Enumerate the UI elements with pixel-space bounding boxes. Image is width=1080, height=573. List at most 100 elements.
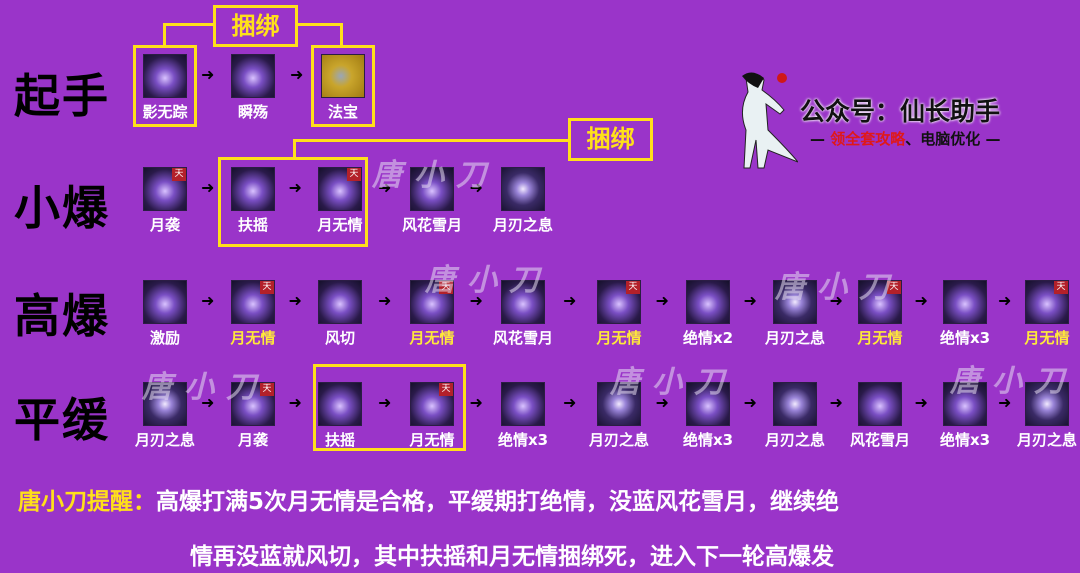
skill-icon: 天 <box>319 168 361 210</box>
arrow-right-icon: ➜ <box>743 393 757 412</box>
tian-badge-icon: 天 <box>1054 281 1068 294</box>
reminder-line-1: 唐小刀提醒：高爆打满5次月无情是合格，平缓期打绝情，没蓝风花雪月，继续绝 <box>18 482 839 516</box>
arrow-right-icon: ➜ <box>201 65 215 84</box>
arrow-right-icon: ➜ <box>829 291 843 310</box>
arrow-right-icon: ➜ <box>290 65 304 84</box>
skill-item: 扶摇 <box>300 383 380 450</box>
watermark: 唐小刀 <box>372 158 498 193</box>
skill-label: 月刃之息 <box>1016 431 1077 449</box>
skill-icon: 天 <box>144 168 186 210</box>
skill-icon <box>1026 383 1068 425</box>
skill-label: 风花雪月 <box>849 431 910 449</box>
tian-badge-icon: 天 <box>172 168 186 181</box>
row-title: 起手 <box>14 69 110 123</box>
dash: — <box>810 130 825 148</box>
skill-icon <box>232 168 274 210</box>
skill-label: 绝情x3 <box>497 431 549 449</box>
skill-icon <box>502 168 544 210</box>
skill-icon <box>944 281 986 323</box>
skill-icon <box>319 383 361 425</box>
skill-item: 月刃之息 <box>755 281 835 348</box>
skill-label: 月袭 <box>237 431 268 449</box>
arrow-right-icon: ➜ <box>743 291 757 310</box>
bind-line <box>163 23 215 26</box>
watermark: 唐小刀 <box>775 270 901 305</box>
skill-item: 扶摇 <box>213 168 293 235</box>
skill-icon <box>598 383 640 425</box>
skill-label: 月刃之息 <box>588 431 649 449</box>
skill-label: 瞬殇 <box>237 103 268 121</box>
arrow-right-icon: ➜ <box>655 291 669 310</box>
skill-item: 激励 <box>125 281 205 348</box>
arrow-right-icon: ➜ <box>914 393 928 412</box>
skill-item: 绝情x2 <box>668 281 748 348</box>
skill-icon: 天 <box>411 281 453 323</box>
skill-item: 风花雪月 <box>483 281 563 348</box>
skill-icon <box>502 383 544 425</box>
skill-item: 风切 <box>300 281 380 348</box>
skill-label: 月无情 <box>317 216 363 234</box>
tian-badge-icon: 天 <box>887 281 901 294</box>
skill-item: 绝情x3 <box>925 383 1005 450</box>
skill-item: 月刃之息 <box>755 383 835 450</box>
skill-label: 月刃之息 <box>764 329 825 347</box>
skill-item: 天月无情 <box>579 281 659 348</box>
bind-box-yingwuzong <box>133 45 197 127</box>
skill-icon <box>859 383 901 425</box>
skill-label: 绝情x3 <box>939 431 991 449</box>
arrow-right-icon: ➜ <box>563 393 577 412</box>
skill-label: 激励 <box>149 329 180 347</box>
bind-box-fabao <box>311 45 375 127</box>
reminder-prefix: 唐小刀提醒： <box>18 489 156 515</box>
arrow-right-icon: ➜ <box>378 291 392 310</box>
skill-item: 月刃之息 <box>125 383 205 450</box>
skill-icon <box>144 383 186 425</box>
dash: — <box>985 130 1001 148</box>
skill-item: 天月无情 <box>213 281 293 348</box>
arrow-right-icon: ➜ <box>378 393 392 412</box>
skill-icon <box>774 281 816 323</box>
arrow-right-icon: ➜ <box>563 291 577 310</box>
skill-label: 月刃之息 <box>492 216 553 234</box>
skill-item: 风花雪月 <box>392 168 472 235</box>
arrow-right-icon: ➜ <box>998 393 1012 412</box>
skill-icon: 天 <box>411 383 453 425</box>
skill-label: 法宝 <box>327 103 358 121</box>
skill-label: 月无情 <box>857 329 903 347</box>
skill-label: 风切 <box>324 329 355 347</box>
skill-item: 绝情x3 <box>668 383 748 450</box>
skill-label: 月无情 <box>409 329 455 347</box>
bind-line <box>163 23 166 47</box>
arrow-right-icon: ➜ <box>469 393 483 412</box>
skill-item: 绝情x3 <box>483 383 563 450</box>
bind-line <box>340 23 343 47</box>
skill-item: 月刃之息 <box>483 168 563 235</box>
tian-badge-icon: 天 <box>260 383 274 396</box>
skill-item: 瞬殇 <box>213 55 293 122</box>
arrow-right-icon: ➜ <box>288 178 302 197</box>
tian-badge-icon: 天 <box>260 281 274 294</box>
skill-icon: 天 <box>859 281 901 323</box>
tian-badge-icon: 天 <box>626 281 640 294</box>
arrow-right-icon: ➜ <box>469 178 483 197</box>
skill-icon <box>687 281 729 323</box>
arrow-right-icon: ➜ <box>998 291 1012 310</box>
skill-icon <box>322 55 364 97</box>
arrow-right-icon: ➜ <box>201 393 215 412</box>
skill-label: 扶摇 <box>237 216 268 234</box>
row-title: 小爆 <box>14 181 110 235</box>
skill-label: 扶摇 <box>324 431 355 449</box>
skill-icon <box>144 281 186 323</box>
skill-item: 天月无情 <box>392 383 472 450</box>
skill-icon <box>232 55 274 97</box>
skill-label: 风花雪月 <box>492 329 553 347</box>
skill-item: 天月无情 <box>1007 281 1080 348</box>
skill-item: 天月袭 <box>213 383 293 450</box>
skill-item: 天月袭 <box>125 168 205 235</box>
promo-title: 公众号：仙长助手 <box>800 97 1001 126</box>
tian-badge-icon: 天 <box>439 383 453 396</box>
arrow-right-icon: ➜ <box>288 393 302 412</box>
skill-label: 影无踪 <box>142 103 188 121</box>
skill-item: 月刃之息 <box>1007 383 1080 450</box>
